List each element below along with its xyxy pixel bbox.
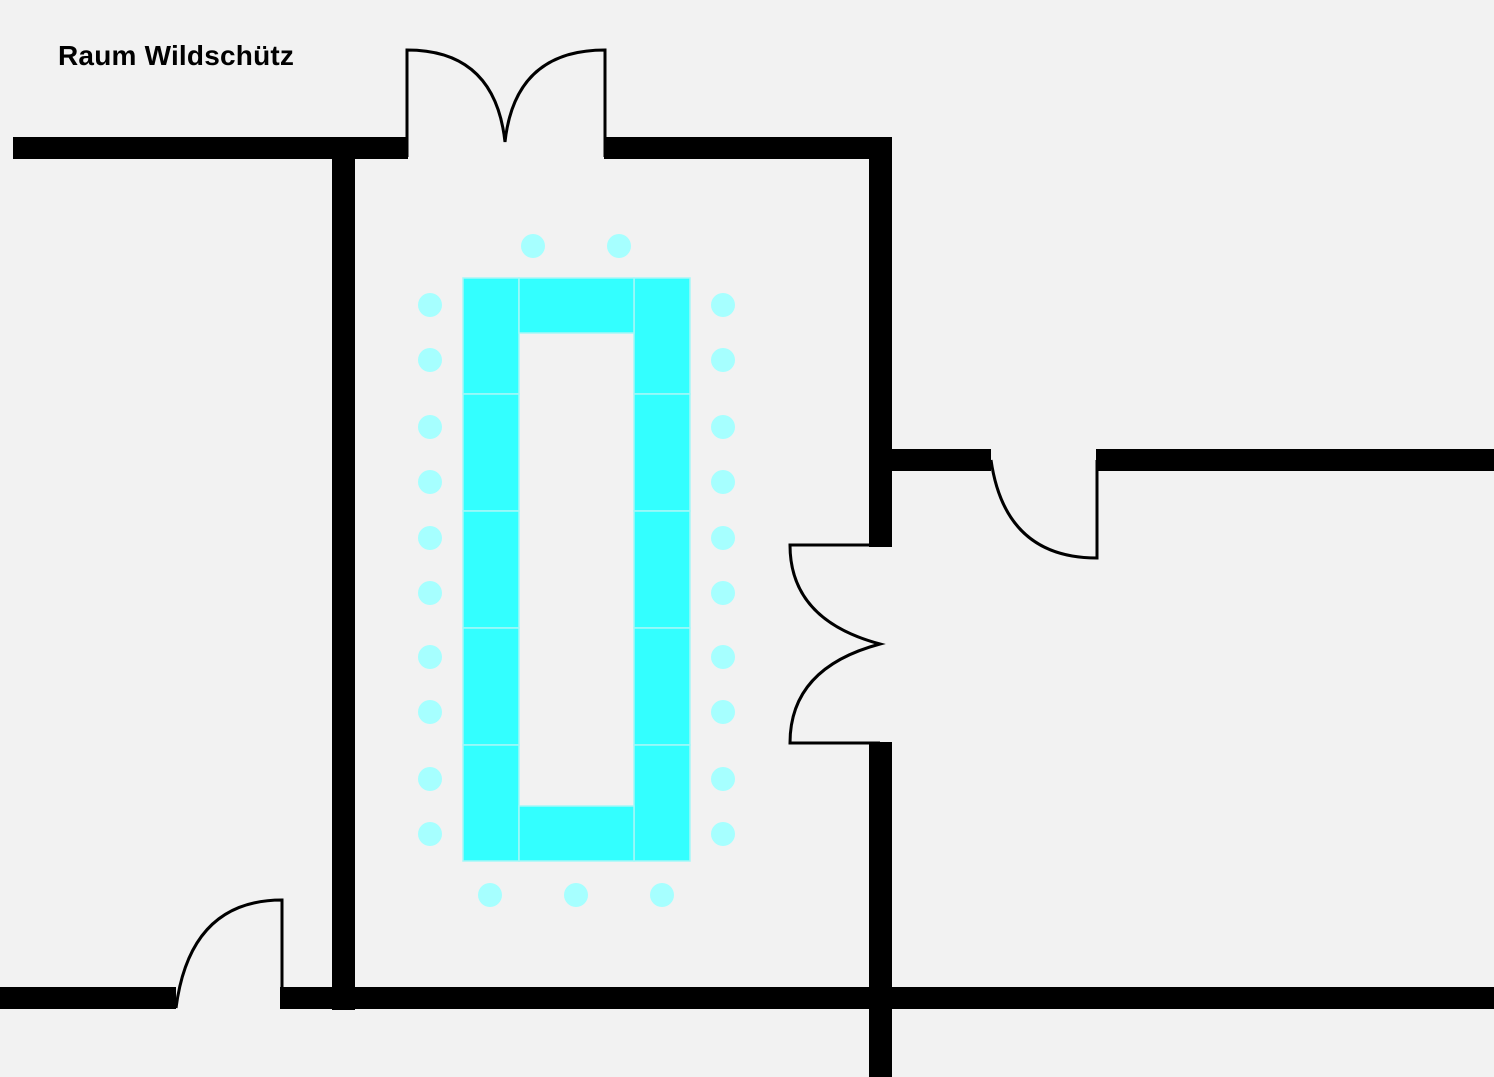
walls [0, 137, 1494, 1077]
wall-top-left [13, 137, 408, 159]
chair [711, 767, 735, 791]
door-corridor [989, 459, 1099, 560]
table [633, 627, 691, 746]
chair [711, 645, 735, 669]
chair [418, 526, 442, 550]
chair [418, 293, 442, 317]
chair [711, 293, 735, 317]
chair [650, 883, 674, 907]
table [462, 277, 520, 395]
table [462, 510, 520, 629]
table [633, 393, 691, 512]
room-title: Raum Wildschütz [58, 40, 295, 71]
table [633, 510, 691, 629]
chair [521, 234, 545, 258]
door-right-double [788, 543, 886, 745]
chair [418, 645, 442, 669]
chair [418, 470, 442, 494]
chair [711, 415, 735, 439]
chair [711, 700, 735, 724]
chair [711, 581, 735, 605]
table [462, 627, 520, 746]
chair [711, 348, 735, 372]
chair [418, 348, 442, 372]
wall-top-right [604, 137, 892, 159]
chair [711, 526, 735, 550]
table [633, 277, 691, 395]
table [518, 277, 635, 334]
chair [418, 822, 442, 846]
doors [174, 48, 1099, 1009]
table [462, 393, 520, 512]
chair [418, 767, 442, 791]
chair [711, 470, 735, 494]
table [462, 744, 520, 862]
chair [418, 581, 442, 605]
wall-corridor-right [1096, 449, 1494, 471]
wall-bottom-left [0, 987, 176, 1009]
chair [418, 700, 442, 724]
wall-room-right-upper [869, 137, 892, 547]
chairs [418, 234, 735, 907]
tables [462, 277, 691, 862]
door-top-double [405, 48, 607, 157]
table [518, 805, 635, 862]
chair [564, 883, 588, 907]
chair [418, 415, 442, 439]
wall-room-left [332, 137, 355, 1010]
chair [478, 883, 502, 907]
wall-bottom-right [869, 987, 1494, 1009]
door-bottom-left [174, 898, 284, 1009]
chair [711, 822, 735, 846]
table [633, 744, 691, 862]
chair [607, 234, 631, 258]
wall-bottom-middle [280, 987, 892, 1009]
wall-corridor-left [869, 449, 991, 471]
wall-room-right-lower [869, 742, 892, 1077]
